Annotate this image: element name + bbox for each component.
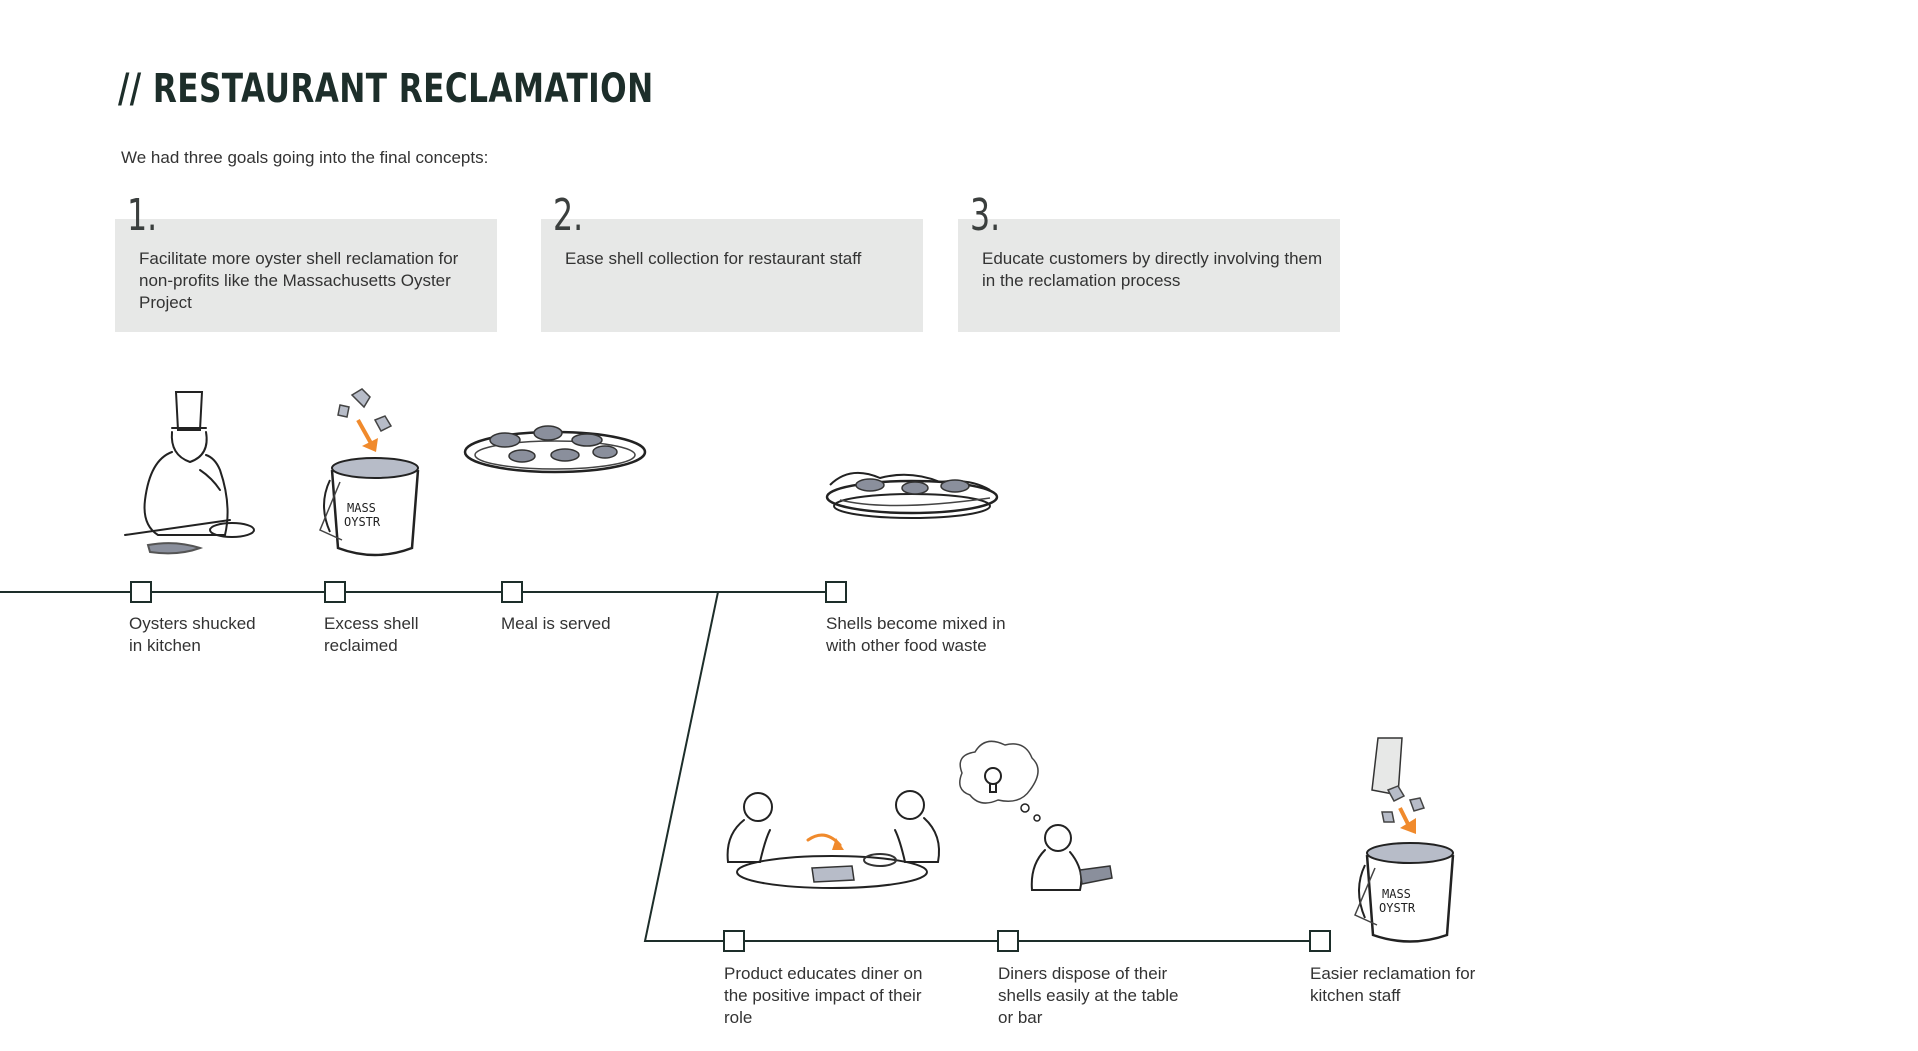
svg-text:MASS: MASS [1382, 887, 1411, 901]
step-label-educates: Product educates diner on the positive i… [724, 963, 924, 1029]
step-marker [502, 582, 522, 602]
svg-text:OYSTR: OYSTR [344, 515, 381, 529]
step-label-served: Meal is served [501, 613, 641, 635]
step-label-reclaimed: Excess shell reclaimed [324, 613, 464, 657]
reclamation-bucket-icon: MASS OYSTR [320, 389, 418, 555]
diners-table-icon [728, 791, 939, 888]
step-marker [325, 582, 345, 602]
step-label-easier: Easier reclamation for kitchen staff [1310, 963, 1510, 1007]
svg-text:OYSTR: OYSTR [1379, 901, 1416, 915]
step-marker [826, 582, 846, 602]
step-label-dispose: Diners dispose of their shells easily at… [998, 963, 1183, 1029]
step-label-mixed: Shells become mixed in with other food w… [826, 613, 1016, 657]
bucket-with-shells-icon: MASS OYSTR [1355, 738, 1453, 942]
mixed-waste-platter-icon [827, 473, 997, 518]
thinking-diner-icon [960, 741, 1112, 890]
step-marker [1310, 931, 1330, 951]
chef-shucking-icon [125, 392, 254, 553]
step-marker [724, 931, 744, 951]
step-label-shucked: Oysters shucked in kitchen [129, 613, 269, 657]
bucket-lettering: MASS [347, 501, 376, 515]
oyster-platter-icon [465, 426, 645, 472]
step-marker [131, 582, 151, 602]
step-marker [998, 931, 1018, 951]
